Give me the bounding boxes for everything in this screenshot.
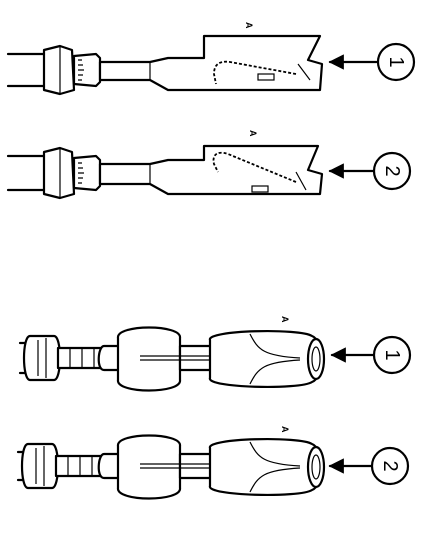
round-terminal-figure-2: A 2: [16, 426, 410, 500]
mark-a-label: A: [244, 22, 254, 29]
callout-2-label: 2: [381, 165, 403, 176]
mark-a-label: A: [280, 426, 290, 433]
callout-1-label: 1: [381, 349, 403, 360]
round-terminal-figure-1: A 1: [18, 316, 412, 392]
mark-a-label: A: [280, 316, 290, 323]
flat-terminal-figure-2: A 2: [6, 130, 412, 200]
mark-a-label: A: [248, 130, 258, 137]
callout-1-label: 1: [385, 56, 407, 67]
callout-2-label: 2: [379, 460, 401, 471]
flat-terminal-figure-1: A 1: [6, 22, 416, 96]
